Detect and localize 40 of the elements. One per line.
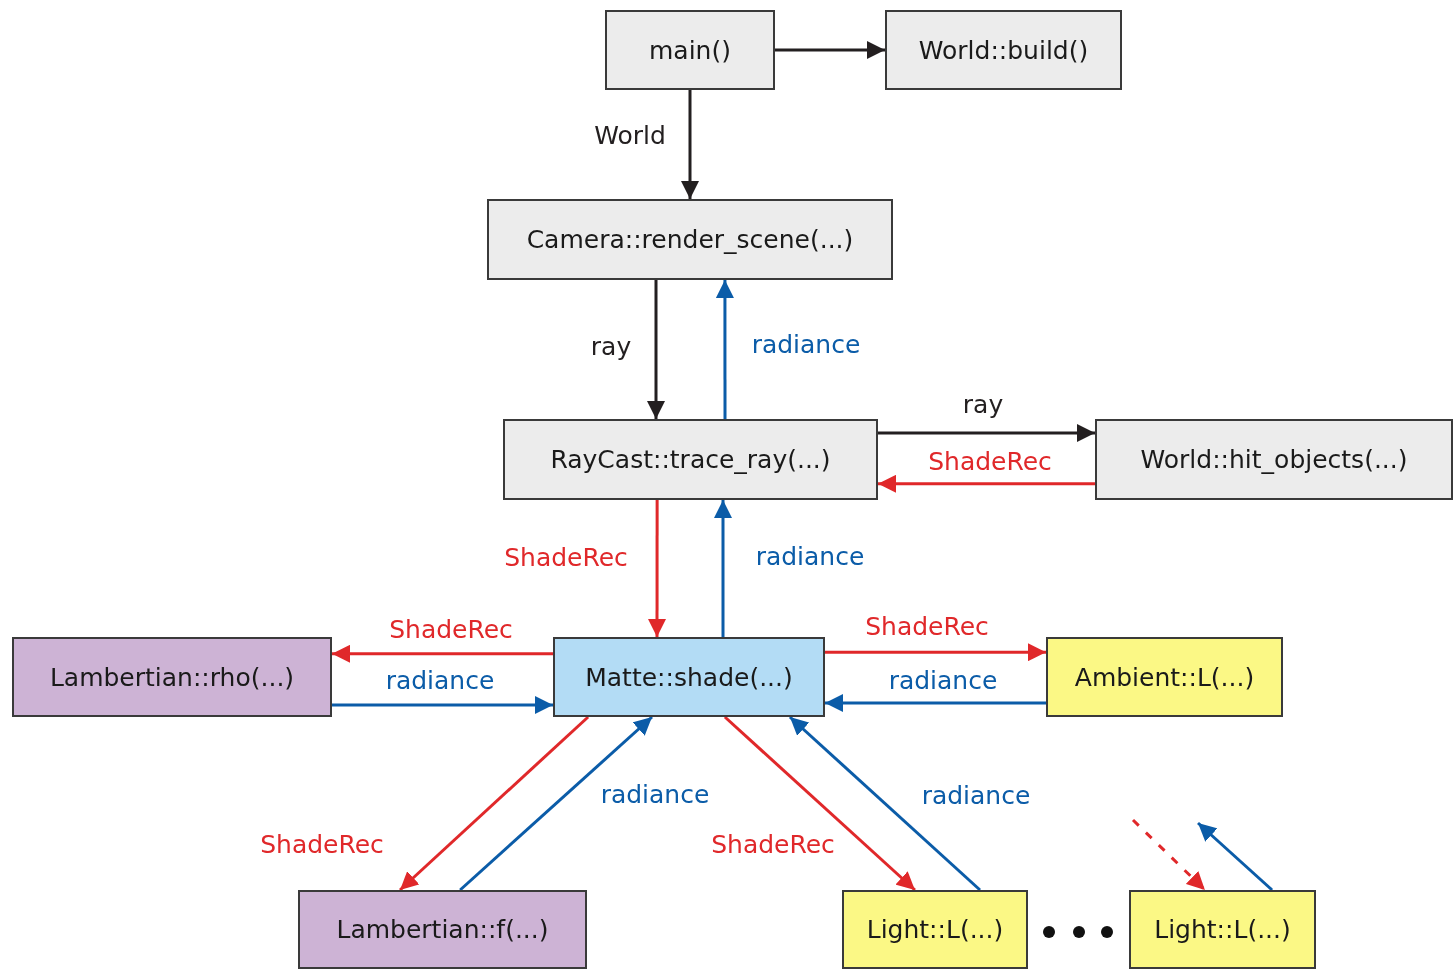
arrow xyxy=(723,715,916,892)
arrow xyxy=(459,715,653,892)
function-name: RayCast::trace_ray(...) xyxy=(550,445,831,474)
arrow xyxy=(714,500,732,637)
arrow xyxy=(1197,821,1274,892)
function-name: Ambient::L(...) xyxy=(1074,662,1255,692)
function-name: Light::L(...) xyxy=(866,915,1004,944)
function-box xyxy=(605,10,775,90)
function-name: World::build() xyxy=(918,35,1089,65)
function-name: main() xyxy=(649,35,731,65)
arrow xyxy=(775,41,885,59)
function-box xyxy=(487,199,893,280)
arrow xyxy=(878,474,1095,493)
arrow xyxy=(681,90,699,199)
arrow xyxy=(715,280,734,419)
function-name: Matte::shade(...) xyxy=(585,662,793,692)
arrow xyxy=(332,696,553,714)
arrow xyxy=(1131,818,1206,892)
arrow xyxy=(647,280,665,419)
function-name: World::hit_objects(...) xyxy=(1140,445,1408,474)
function-box xyxy=(1046,637,1283,717)
function-name: Lambertian::f(...) xyxy=(336,915,549,944)
function-box xyxy=(1095,419,1453,500)
function-box xyxy=(885,10,1122,90)
function-box xyxy=(503,419,878,500)
arrow xyxy=(648,500,667,637)
function-name: Lambertian::rho(...) xyxy=(49,662,295,692)
arrow xyxy=(825,643,1046,662)
function-name: Light::L(...) xyxy=(1154,915,1291,944)
arrow xyxy=(788,715,981,892)
function-name: Camera::render_scene(...) xyxy=(526,225,854,254)
function-box xyxy=(298,890,587,969)
arrow xyxy=(332,644,553,663)
arrow xyxy=(825,694,1046,712)
arrow xyxy=(878,424,1095,442)
function-box xyxy=(1129,890,1316,969)
function-box xyxy=(553,637,825,717)
function-box xyxy=(12,637,332,717)
function-box xyxy=(842,890,1028,969)
arrow xyxy=(399,715,590,892)
